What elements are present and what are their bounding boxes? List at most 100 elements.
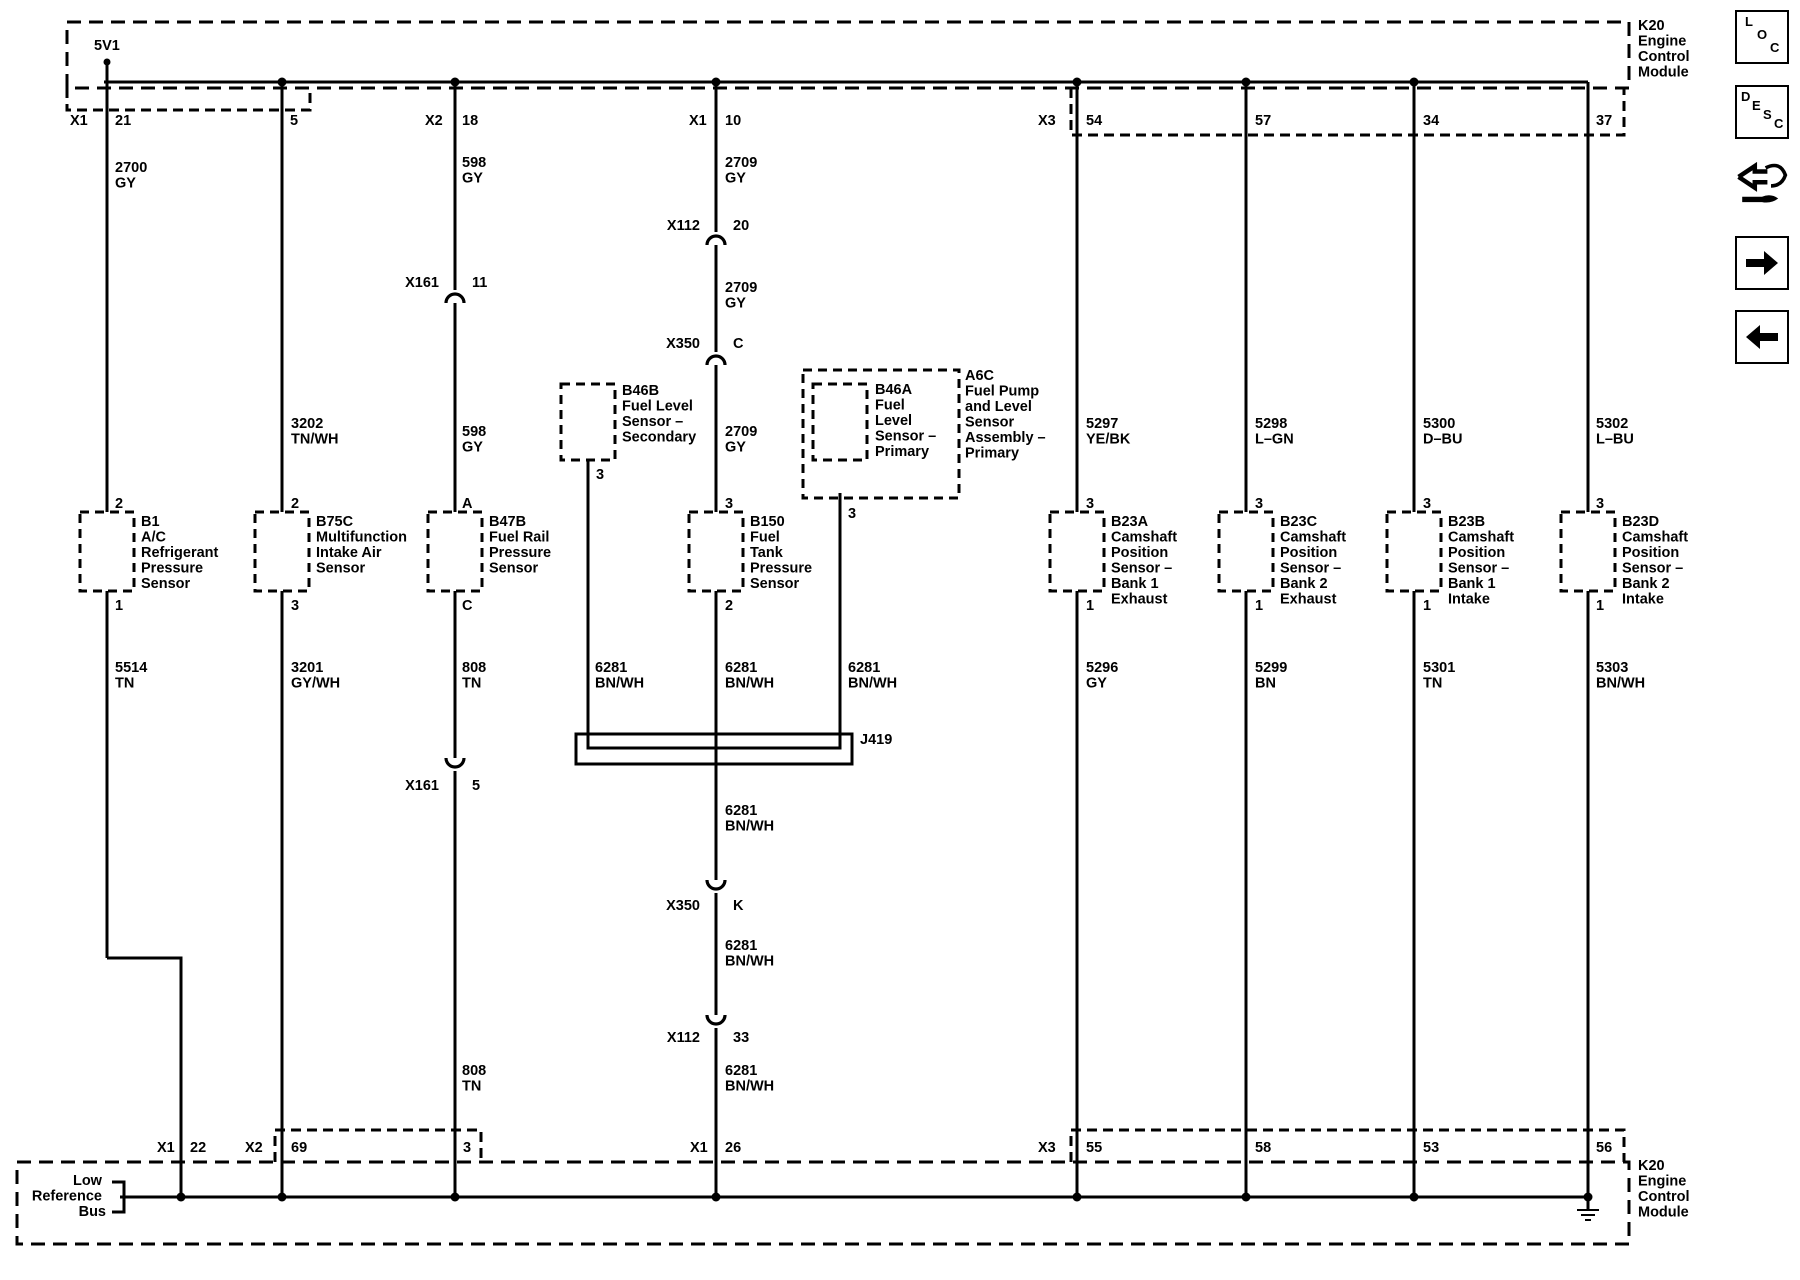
connector-pin: 11 bbox=[472, 275, 487, 291]
supply-label: 5V1 bbox=[94, 38, 120, 54]
ecm-top-x1: X1 bbox=[70, 113, 88, 129]
loc-letter: O bbox=[1757, 27, 1768, 42]
pin-label: C bbox=[462, 598, 473, 614]
pin-label: 26 bbox=[725, 1140, 741, 1156]
pin-label: 5 bbox=[290, 113, 298, 129]
arrow-left-icon bbox=[1746, 325, 1778, 349]
desc-letter: D bbox=[1741, 89, 1751, 104]
pin-label: 3 bbox=[291, 598, 299, 614]
ecm-top-x3: X3 bbox=[1038, 113, 1056, 129]
connector-wrench-icon bbox=[1737, 161, 1788, 203]
pin-label: A bbox=[462, 496, 473, 512]
pin-label: 1 bbox=[1423, 598, 1431, 614]
pin-label: 1 bbox=[1086, 598, 1094, 614]
low-reference-bus-label: Low Reference Bus bbox=[32, 1173, 106, 1220]
connector-pin: 5 bbox=[472, 778, 480, 794]
connector-symbols bbox=[444, 234, 727, 1026]
b46a-box bbox=[811, 382, 869, 462]
pin-label: 53 bbox=[1423, 1140, 1439, 1156]
wiring-diagram: K20 Engine Control Module 5V1 X1 21 5 X2… bbox=[15, 18, 1694, 1246]
pin-label: 3 bbox=[848, 506, 856, 522]
ecm-top-box bbox=[65, 20, 1631, 90]
pin-label: 56 bbox=[1596, 1140, 1612, 1156]
ecm-top-x1b: X1 bbox=[689, 113, 707, 129]
pin-label: 10 bbox=[725, 113, 741, 129]
splice-label: J419 bbox=[860, 732, 892, 748]
description-button[interactable]: D E S C bbox=[1735, 85, 1789, 139]
ecm-bottom-box bbox=[15, 1160, 1631, 1246]
pin-label: 37 bbox=[1596, 113, 1612, 129]
ecm-bottom-x3: X3 bbox=[1038, 1140, 1056, 1156]
location-button[interactable]: L O C bbox=[1735, 10, 1789, 64]
pin-label: 18 bbox=[462, 113, 478, 129]
ecm-top-pin-box-left bbox=[65, 88, 312, 112]
connector-name: X350 bbox=[666, 898, 700, 914]
b46b-box bbox=[559, 382, 617, 462]
a6c-box bbox=[801, 368, 961, 500]
desc-letter: S bbox=[1763, 107, 1772, 122]
low-reference-bus-bracket bbox=[112, 1180, 126, 1214]
pin-label: 1 bbox=[1255, 598, 1263, 614]
j419-splice bbox=[574, 732, 854, 766]
connector-name: X161 bbox=[405, 275, 439, 291]
connector-pin: K bbox=[733, 898, 744, 914]
pin-label: 1 bbox=[1596, 598, 1604, 614]
b23d-box bbox=[1559, 510, 1617, 593]
pin-label: 22 bbox=[190, 1140, 206, 1156]
b75c-box bbox=[253, 510, 311, 593]
b23b-box bbox=[1385, 510, 1443, 593]
connector-name: X161 bbox=[405, 778, 439, 794]
ecm-bottom-title: K20 Engine Control Module bbox=[1638, 1158, 1694, 1221]
pin-label: 3 bbox=[1423, 496, 1431, 512]
arrow-right-icon bbox=[1746, 251, 1778, 275]
pin-label: 2 bbox=[115, 496, 123, 512]
previous-page-button[interactable] bbox=[1735, 310, 1789, 364]
pin-label: 2 bbox=[725, 598, 733, 614]
desc-letter: E bbox=[1752, 98, 1761, 113]
ecm-top-x2: X2 bbox=[425, 113, 443, 129]
b23c-box bbox=[1217, 510, 1275, 593]
ecm-bottom-x1: X1 bbox=[157, 1140, 175, 1156]
connector-pin: 20 bbox=[733, 218, 749, 234]
next-page-button[interactable] bbox=[1735, 236, 1789, 290]
pin-label: 1 bbox=[115, 598, 123, 614]
connector-name: X112 bbox=[667, 1030, 700, 1046]
ecm-bottom-pin-box-left bbox=[273, 1128, 483, 1162]
pin-label: 3 bbox=[725, 496, 733, 512]
pin-label: 3 bbox=[1596, 496, 1604, 512]
pin-label: 57 bbox=[1255, 113, 1271, 129]
pin-label: 21 bbox=[115, 113, 131, 129]
ecm-bottom-x1b: X1 bbox=[690, 1140, 708, 1156]
b23a-box bbox=[1048, 510, 1106, 593]
connector-view-button[interactable] bbox=[1735, 158, 1789, 212]
connector-pin: C bbox=[733, 336, 744, 352]
ecm-top-title: K20 Engine Control Module bbox=[1638, 18, 1694, 81]
connector-labels: X161 11 X161 5 X112 20 X350 C X350 K X11… bbox=[405, 218, 892, 1046]
pin-label: 3 bbox=[463, 1140, 471, 1156]
